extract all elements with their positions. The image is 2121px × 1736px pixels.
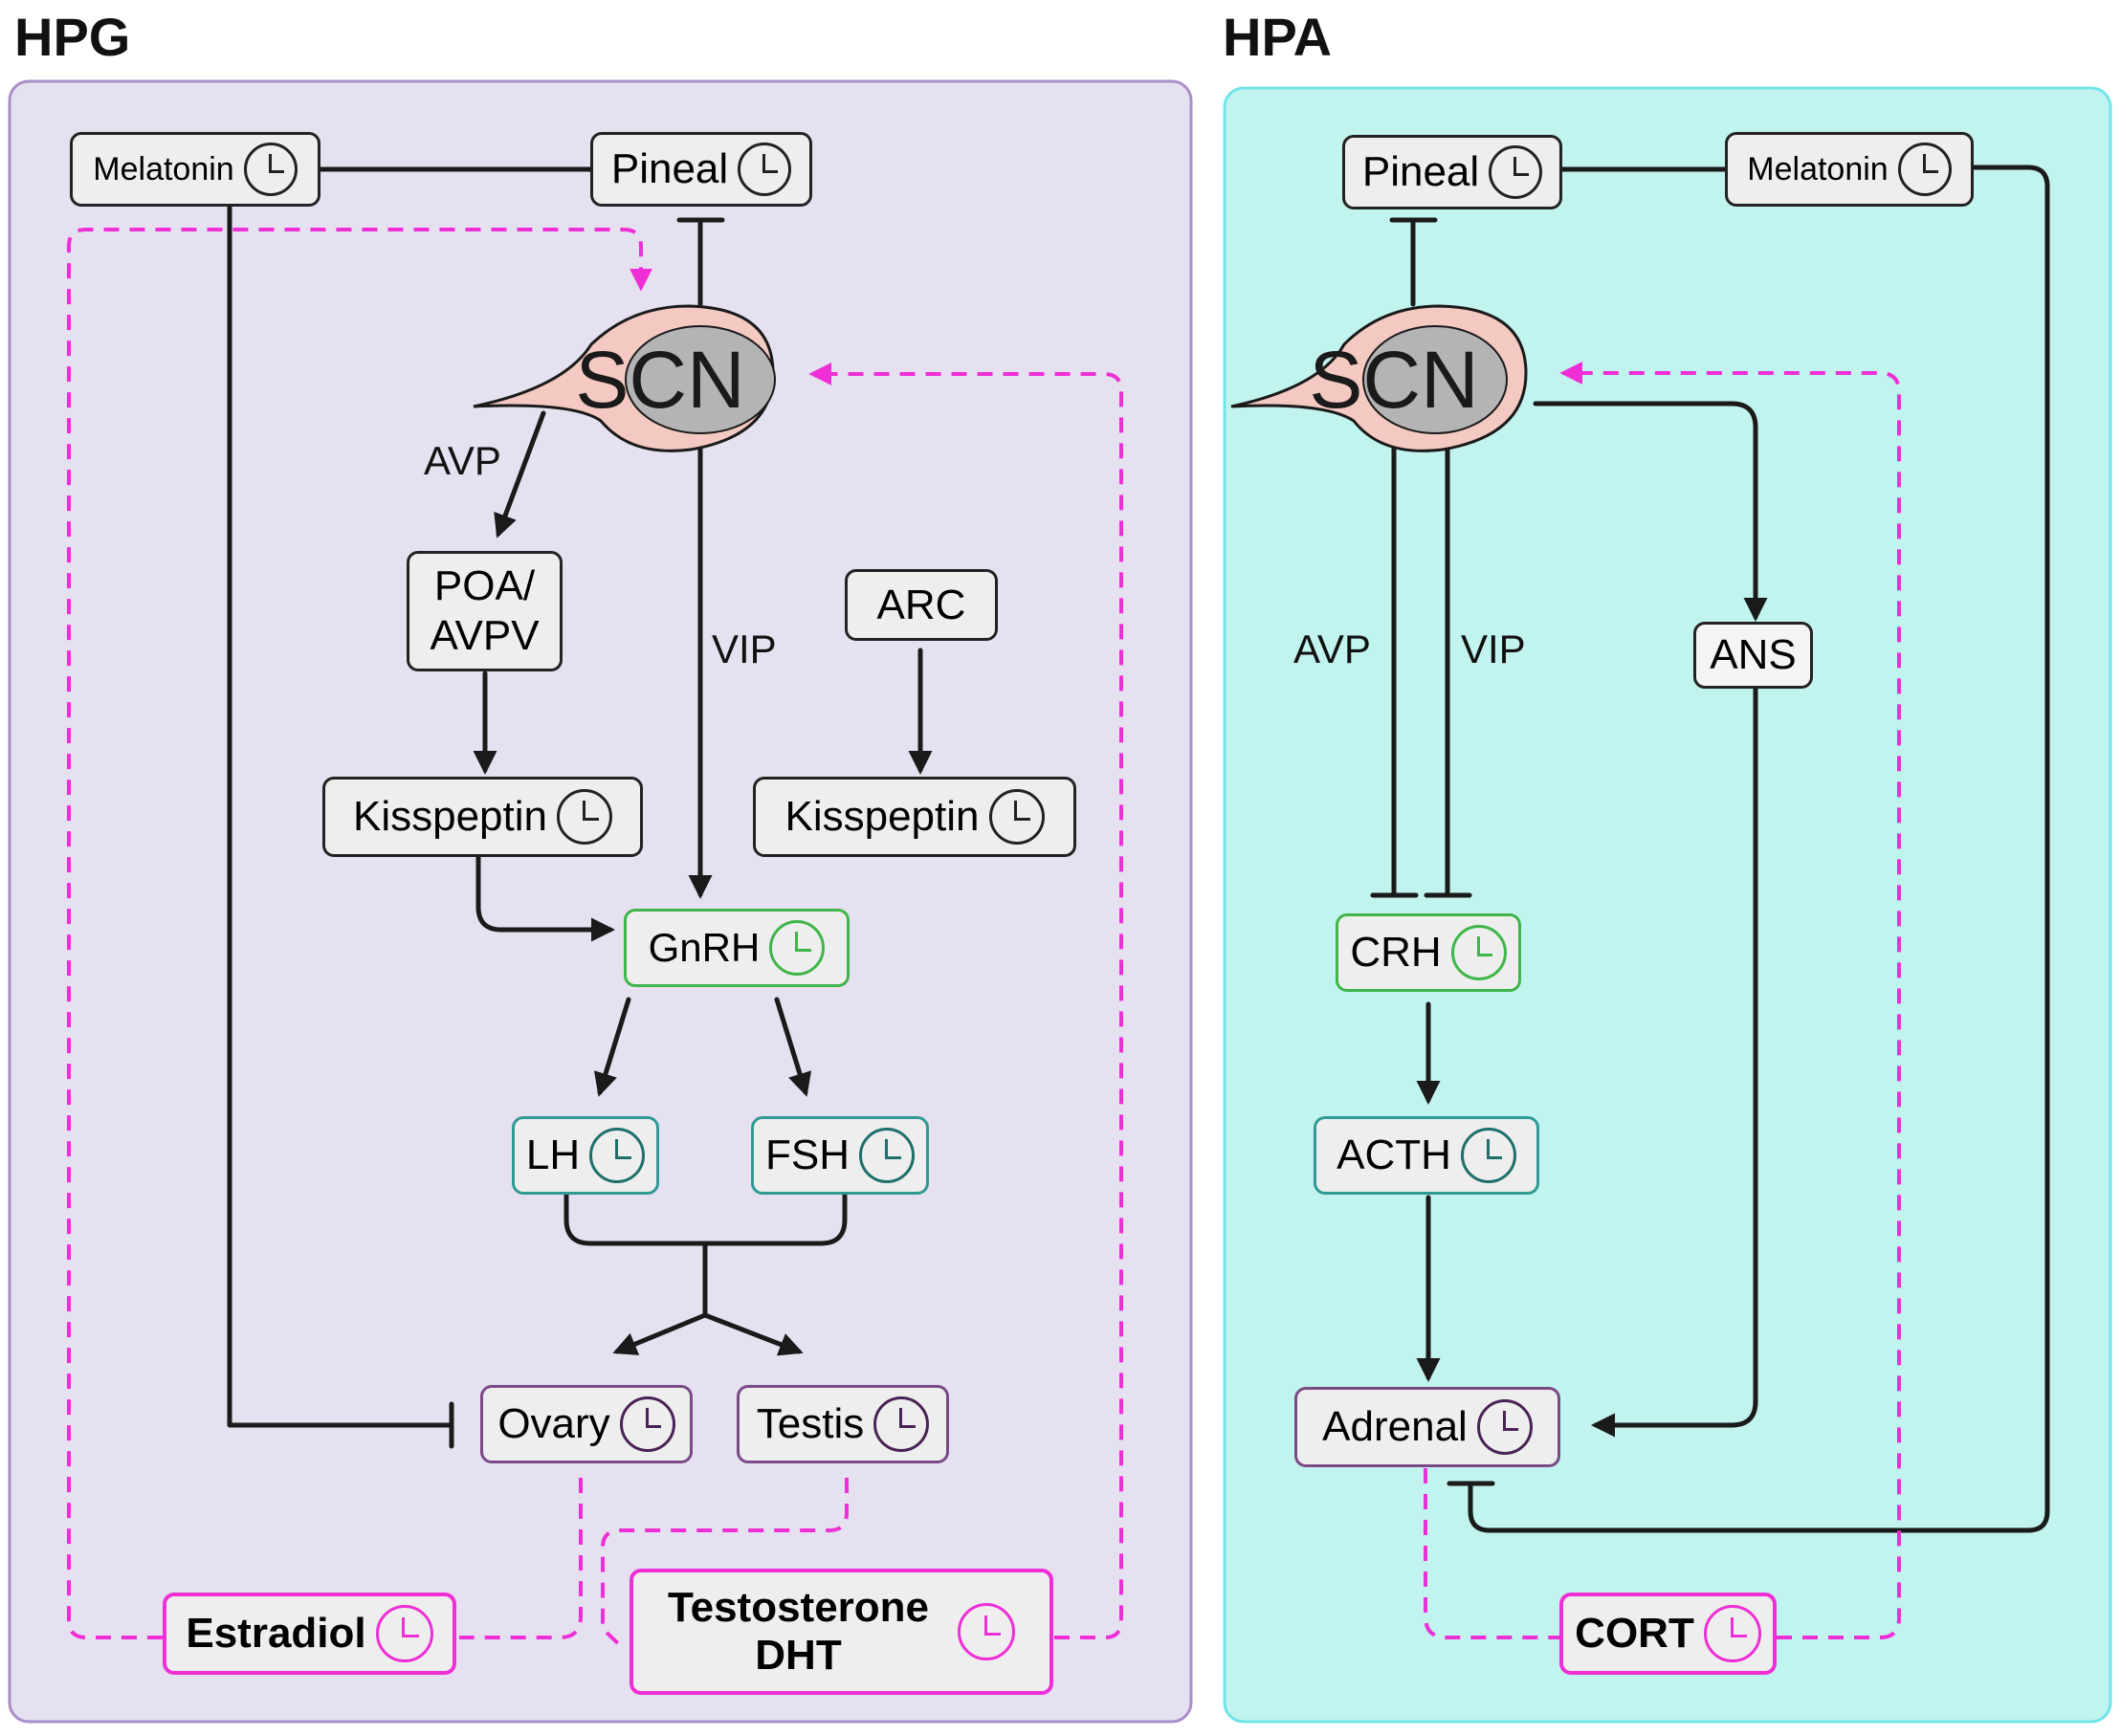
hpa-scn-shape <box>1230 304 1528 452</box>
hpa-melatonin-label: Melatonin <box>1747 150 1889 187</box>
hpg-testosterone-scn-feedback <box>808 363 1123 1639</box>
hpg-kisspeptin-left-node: Kisspeptin <box>322 777 643 857</box>
hpa-adrenal-label: Adrenal <box>1322 1403 1468 1450</box>
hpg-gnrh-fsh-arrow <box>774 997 812 1097</box>
hpg-melatonin-ovary-inhibit <box>227 193 453 1428</box>
hpg-melatonin-node: Melatonin <box>70 132 320 207</box>
hpg-merge-testis-arrow <box>702 1312 804 1356</box>
hpa-pineal-node: Pineal <box>1342 135 1562 209</box>
hpa-ans-adrenal-arrow <box>1591 686 1758 1438</box>
clock-icon <box>1703 1605 1761 1662</box>
clock-icon <box>738 143 792 196</box>
hpg-arc-node: ARC <box>845 569 998 641</box>
clock-icon <box>589 1128 646 1183</box>
hpg-estradiol-label: Estradiol <box>186 1610 366 1657</box>
hpa-crh-node: CRH <box>1336 913 1521 992</box>
hpg-kisspeptin-right-label: Kisspeptin <box>784 793 980 840</box>
hpa-ans-label: ANS <box>1710 631 1797 678</box>
hpg-poa-label: POA/ <box>433 562 536 609</box>
hpg-avpv-label: AVPV <box>430 612 540 659</box>
hpg-estradiol-node: Estradiol <box>163 1593 456 1675</box>
clock-icon <box>859 1128 915 1183</box>
hpa-cort-node: CORT <box>1559 1593 1777 1675</box>
hpg-panel <box>8 79 1193 1724</box>
clock-icon <box>1897 143 1952 196</box>
hpg-scn-poa-arrow <box>494 410 546 538</box>
hpg-pineal-node: Pineal <box>590 132 812 207</box>
hpg-testis-node: Testis <box>737 1385 949 1463</box>
hpg-testosterone-dht-node: Testosterone DHT <box>630 1569 1053 1695</box>
hpg-merge-ovary-arrow <box>612 1312 708 1355</box>
clock-icon <box>1460 1128 1516 1183</box>
hpg-ovary-estradiol-feedback <box>459 1478 583 1639</box>
hpa-adrenal-node: Adrenal <box>1294 1387 1560 1467</box>
hpg-vip-label: VIP <box>712 626 777 671</box>
hpa-crh-label: CRH <box>1350 929 1442 976</box>
hpg-gnrh-node: GnRH <box>624 909 850 987</box>
hpa-acth-node: ACTH <box>1314 1116 1539 1195</box>
clock-icon <box>619 1396 675 1452</box>
hpa-melatonin-adrenal-inhibit <box>1468 165 2050 1533</box>
hpa-pineal-label: Pineal <box>1361 148 1480 195</box>
hpa-adrenal-cort-feedback <box>1424 1468 1559 1639</box>
hpg-lh-node: LH <box>512 1116 659 1195</box>
hpg-melatonin-label: Melatonin <box>93 150 234 187</box>
hpg-lh-label: LH <box>525 1132 581 1178</box>
hpg-avp-label: AVP <box>424 438 501 483</box>
hpg-dht-label: DHT <box>755 1632 842 1679</box>
hpg-gnrh-lh-arrow <box>593 997 631 1097</box>
hpg-kisspeptin-gnrh-arrow <box>475 850 615 942</box>
hpg-testosterone-text: Testosterone DHT <box>668 1584 929 1680</box>
clock-icon <box>873 1396 930 1452</box>
hpg-pineal-label: Pineal <box>610 145 729 192</box>
hpg-testis-testosterone-feedback <box>601 1478 849 1649</box>
clock-icon <box>958 1603 1016 1660</box>
clock-icon <box>375 1605 433 1662</box>
hpg-scn-shape <box>473 304 776 452</box>
hpa-title: HPA <box>1223 7 1333 67</box>
hpg-testosterone-label: Testosterone <box>667 1584 930 1631</box>
clock-icon <box>1450 925 1507 980</box>
hpa-vip-label: VIP <box>1461 626 1526 671</box>
hpg-ovary-node: Ovary <box>480 1385 693 1463</box>
hpg-testis-label: Testis <box>756 1400 865 1447</box>
clock-icon <box>769 920 826 976</box>
hpa-scn-label: SCN <box>1309 335 1479 425</box>
hpg-title: HPG <box>14 7 131 67</box>
hpg-scn-label: SCN <box>575 335 745 425</box>
clock-icon <box>243 143 298 196</box>
hpa-avp-label: AVP <box>1293 626 1371 671</box>
clock-icon <box>988 789 1045 845</box>
clock-icon <box>1476 1399 1533 1455</box>
hpg-kisspeptin-right-node: Kisspeptin <box>753 777 1076 857</box>
hpg-arc-label: ARC <box>876 581 966 628</box>
hpg-poa-avpv-node: POA/ AVPV <box>407 551 563 671</box>
hpg-estradiol-scn-feedback <box>67 228 652 1639</box>
hpa-ans-node: ANS <box>1693 622 1813 689</box>
clock-icon <box>1489 145 1543 199</box>
hpg-fsh-node: FSH <box>751 1116 929 1195</box>
hpa-acth-label: ACTH <box>1337 1132 1451 1178</box>
hpg-fsh-label: FSH <box>765 1132 850 1178</box>
hpa-cort-label: CORT <box>1575 1610 1694 1657</box>
hpa-cort-scn-feedback <box>1559 362 1901 1639</box>
hpa-scn-ans-arrow <box>1533 401 1768 622</box>
hpg-kisspeptin-left-label: Kisspeptin <box>352 793 547 840</box>
hpg-gnrh-label: GnRH <box>648 925 761 970</box>
hpg-ovary-label: Ovary <box>497 1400 610 1447</box>
clock-icon <box>557 789 612 845</box>
hpa-melatonin-node: Melatonin <box>1725 132 1974 207</box>
